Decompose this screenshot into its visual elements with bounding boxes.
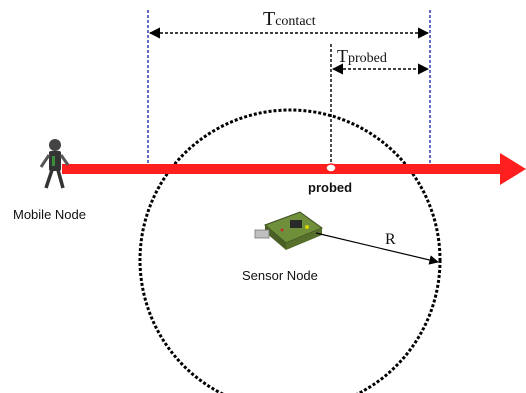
mobile-node-label: Mobile Node bbox=[13, 207, 86, 222]
t-probed-label: Tprobed bbox=[337, 46, 387, 66]
radius-arrow bbox=[315, 232, 439, 265]
probe-point-marker bbox=[325, 163, 337, 173]
sensor-node-label: Sensor Node bbox=[242, 268, 318, 283]
mobile-trajectory-arrow bbox=[62, 153, 526, 185]
communication-range-circle bbox=[138, 108, 442, 393]
probed-label: probed bbox=[308, 180, 352, 195]
radius-label: R bbox=[385, 231, 396, 248]
t-contact-label: Tcontact bbox=[263, 8, 316, 30]
person-icon bbox=[39, 139, 70, 189]
sensor-board-icon bbox=[254, 211, 324, 250]
